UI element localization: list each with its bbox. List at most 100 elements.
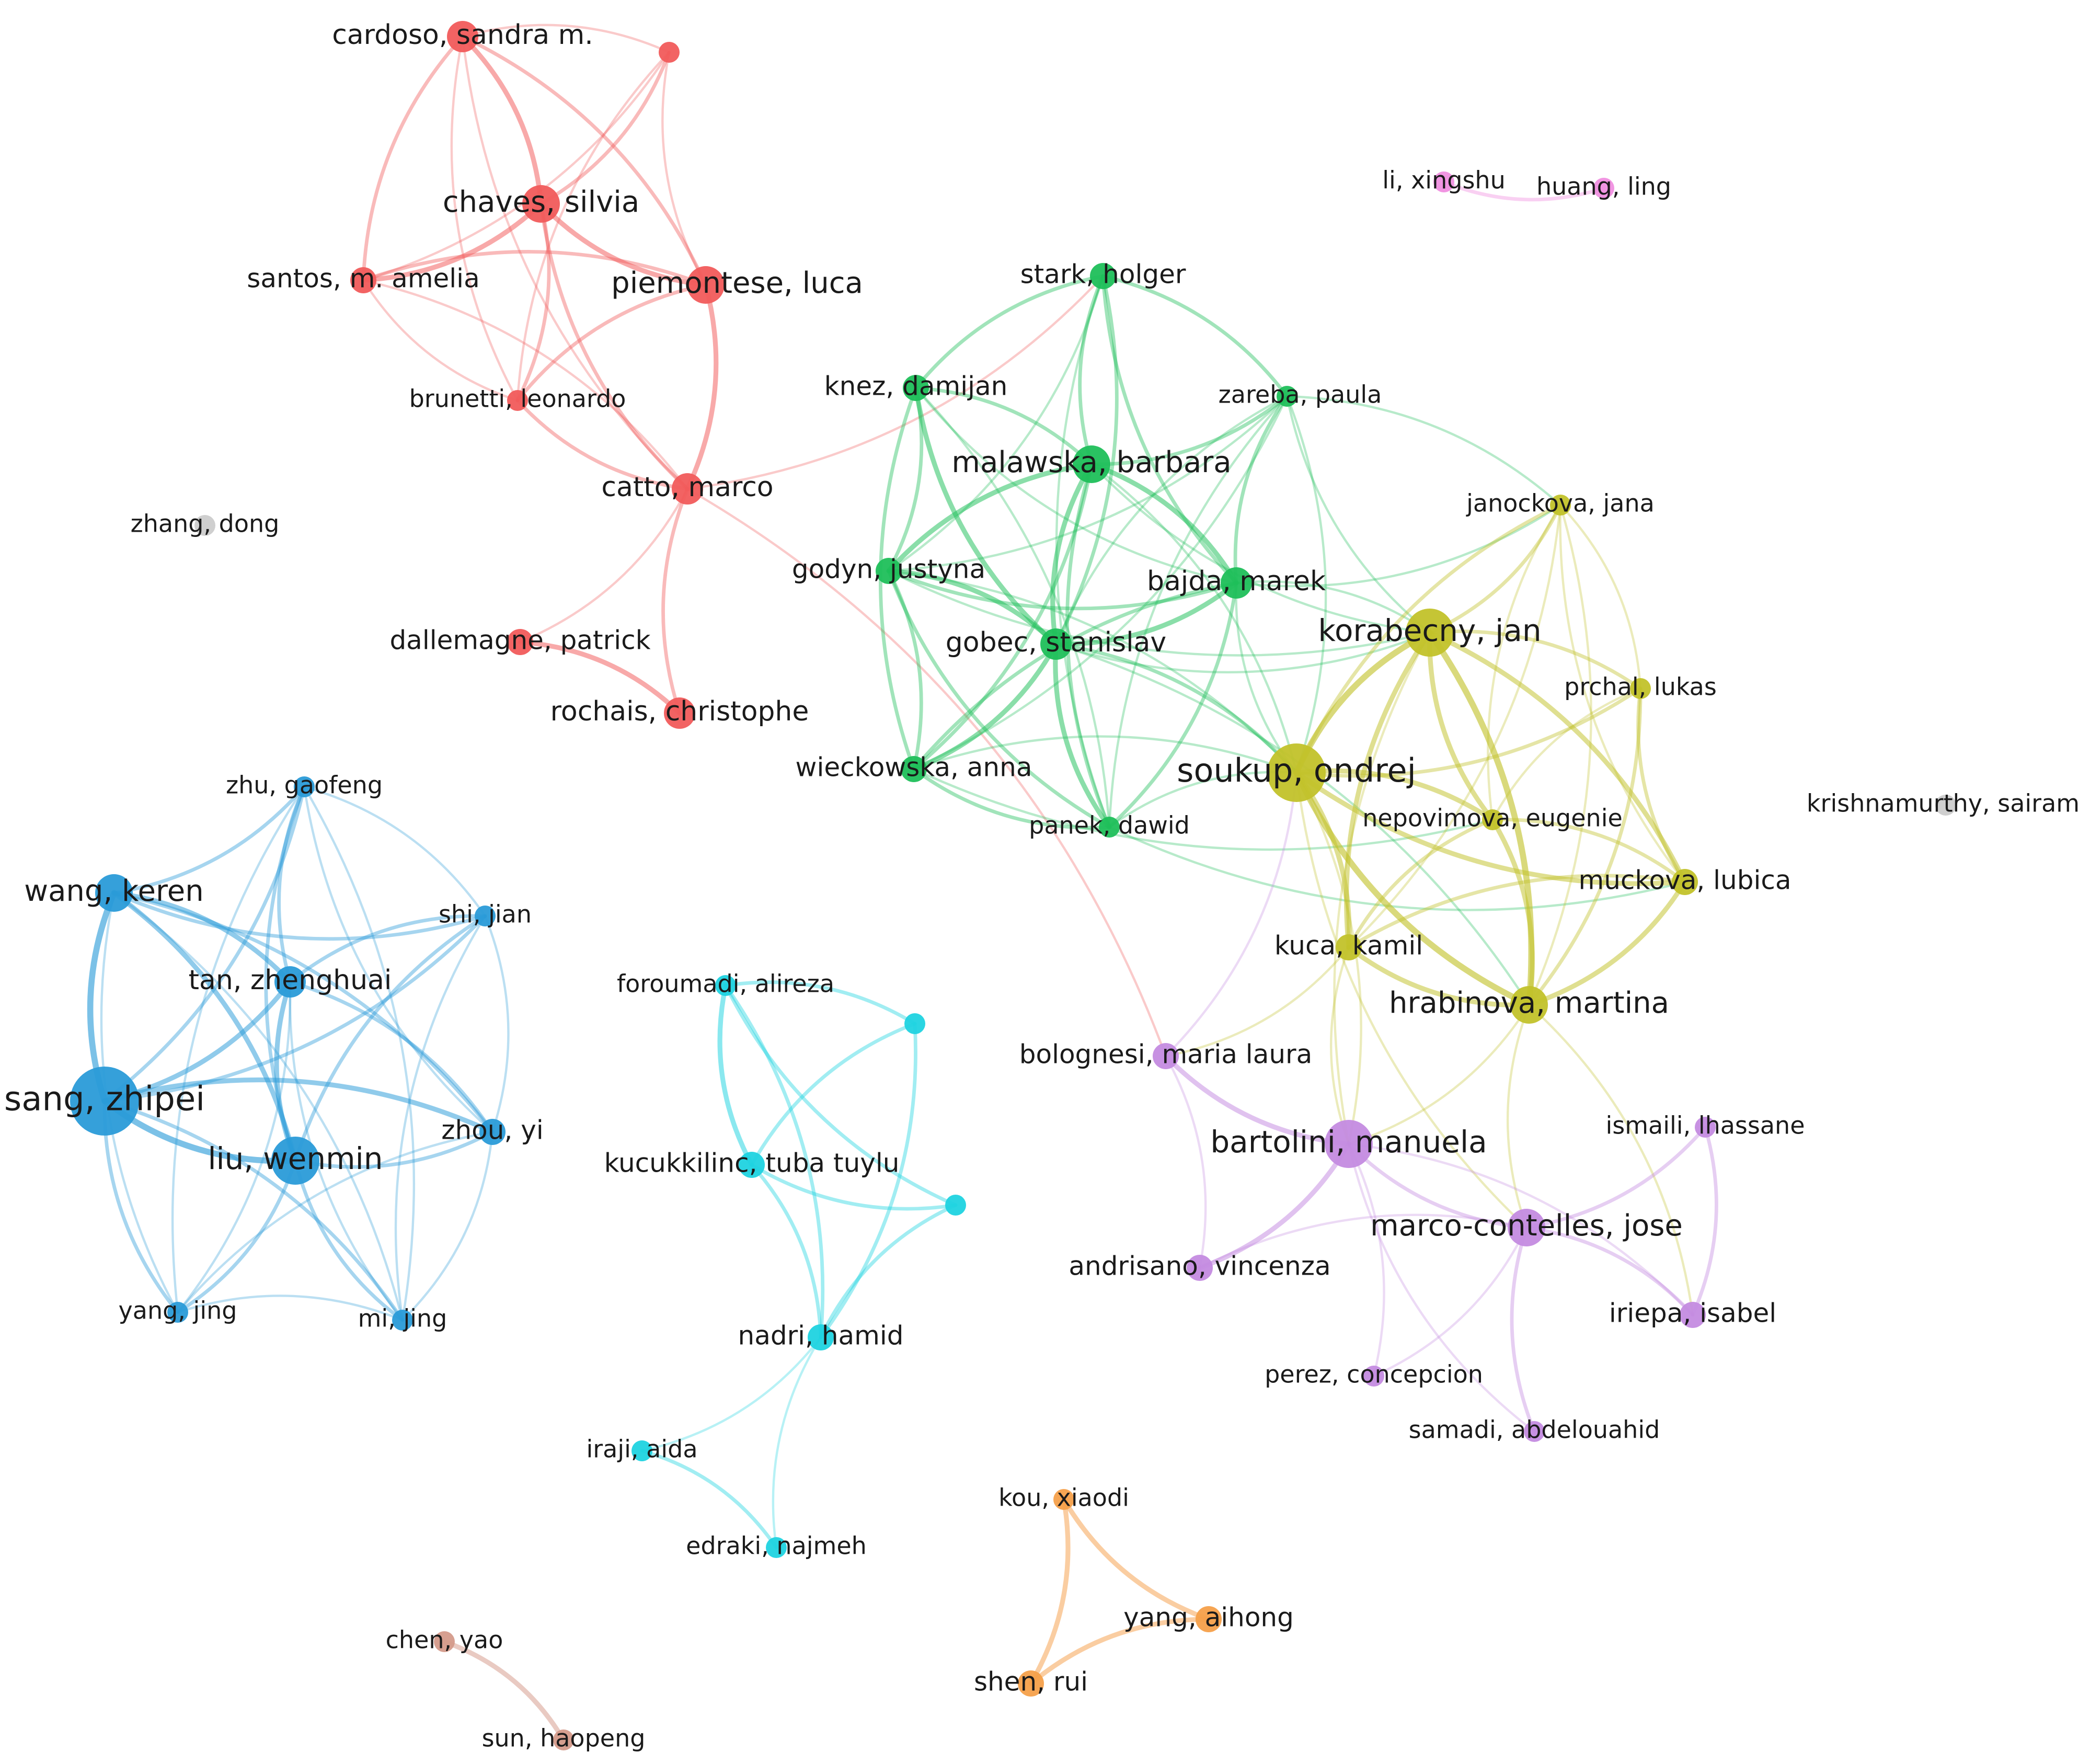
node-mi[interactable] [392, 1310, 413, 1331]
node-stark[interactable] [1090, 263, 1116, 289]
link-catto-dallemagne [519, 487, 689, 644]
node-cyan_a[interactable] [904, 1013, 925, 1034]
node-bartolini[interactable] [1325, 1120, 1373, 1168]
link-shi-mi [394, 914, 487, 1322]
node-panek[interactable] [1099, 817, 1120, 838]
node-catto[interactable] [672, 473, 703, 505]
node-sun[interactable] [553, 1729, 574, 1750]
node-chaves[interactable] [522, 185, 560, 223]
label-janockova: janockova, jana [1466, 489, 1655, 518]
label-soukup: soukup, ondrej [1177, 751, 1416, 789]
link-red_a-chaves [539, 50, 671, 206]
link-red_a-brunetti [516, 51, 671, 402]
node-brunetti[interactable] [507, 390, 528, 411]
node-janockova[interactable] [1550, 495, 1571, 516]
node-shen[interactable] [1018, 1670, 1044, 1697]
node-hrabinova[interactable] [1510, 986, 1548, 1024]
node-santos[interactable] [350, 267, 376, 293]
link-knez-gobec [913, 385, 1059, 647]
link-marco-ismaili [1524, 1125, 1707, 1230]
link-chen-sun [442, 1639, 566, 1743]
link-kuca-bartolini [1329, 946, 1350, 1146]
label-bajda: bajda, marek [1147, 566, 1326, 597]
link-marco-iriepa [1524, 1225, 1695, 1317]
node-kucukkilinc[interactable] [739, 1152, 765, 1178]
link-godyn-wieckowska [887, 569, 923, 771]
link-piemontese-catto [685, 282, 719, 491]
link-liu-yang_j [176, 1159, 297, 1314]
node-liu[interactable] [271, 1137, 319, 1185]
node-korabecny[interactable] [1406, 609, 1454, 657]
node-zhu[interactable] [294, 776, 315, 797]
link-piemontese-brunetti [515, 283, 708, 403]
link-brunetti-catto [515, 398, 690, 491]
node-edraki[interactable] [766, 1537, 787, 1558]
label-knez: knez, damijan [824, 371, 1008, 402]
label-catto: catto, marco [601, 472, 773, 503]
node-wieckowska[interactable] [901, 756, 927, 782]
node-prchal[interactable] [1630, 678, 1651, 699]
label-kucukkilinc: kucukkilinc, tuba tuylu [604, 1148, 900, 1178]
node-zareba[interactable] [1277, 386, 1297, 407]
link-nadri-edraki [772, 1336, 822, 1549]
node-piemontese[interactable] [687, 266, 725, 304]
node-yang_a[interactable] [1196, 1606, 1222, 1632]
node-cyan_b[interactable] [945, 1195, 966, 1216]
label-malawska: malawska, barbara [951, 445, 1231, 479]
link-stark-knez [914, 274, 1105, 390]
node-ismaili[interactable] [1695, 1117, 1716, 1138]
node-chen[interactable] [434, 1631, 455, 1652]
label-sang: sang, zhipei [4, 1080, 205, 1119]
node-malawska[interactable] [1073, 445, 1110, 483]
link-janockova-prchal [1559, 503, 1642, 690]
node-zhou[interactable] [479, 1119, 506, 1145]
node-shi[interactable] [475, 906, 496, 926]
node-perez[interactable] [1363, 1366, 1384, 1387]
label-stark: stark, holger [1020, 259, 1186, 290]
node-godyn[interactable] [876, 558, 902, 584]
node-soukup[interactable] [1267, 743, 1326, 802]
node-bajda[interactable] [1221, 567, 1252, 599]
node-marco[interactable] [1508, 1209, 1545, 1246]
node-cardoso[interactable] [447, 21, 478, 52]
label-krishnamurthy: krishnamurthy, sairam [1807, 789, 2080, 818]
link-hrabinova-bartolini [1347, 1003, 1531, 1146]
node-nepovimova[interactable] [1482, 809, 1503, 830]
link-knez-godyn [887, 386, 924, 573]
node-bolognesi[interactable] [1153, 1043, 1179, 1069]
label-li_x: li, xingshu [1382, 166, 1505, 194]
node-sang[interactable] [70, 1067, 139, 1136]
node-li_x[interactable] [1433, 171, 1454, 192]
node-andrisano[interactable] [1187, 1255, 1213, 1281]
link-cardoso-piemontese [461, 35, 708, 287]
node-foroumadi[interactable] [715, 975, 736, 996]
node-kou[interactable] [1053, 1489, 1074, 1510]
node-huang[interactable] [1593, 178, 1614, 199]
node-red_a[interactable] [659, 42, 680, 63]
link-tan-yang_j [176, 980, 292, 1314]
node-nadri[interactable] [808, 1324, 834, 1350]
node-iraji[interactable] [631, 1440, 652, 1461]
label-godyn: godyn, justyna [792, 554, 985, 585]
node-kuca[interactable] [1336, 934, 1362, 960]
node-krishnamurthy[interactable] [1935, 795, 1956, 816]
node-rochais[interactable] [664, 697, 695, 729]
node-knez[interactable] [903, 375, 929, 401]
node-samadi[interactable] [1524, 1421, 1545, 1442]
link-prchal-hrabinova [1527, 686, 1643, 1007]
link-prchal-soukup [1294, 686, 1643, 778]
link-godyn-bajda [887, 569, 1238, 611]
node-tan[interactable] [274, 966, 306, 998]
link-santos-catto [362, 279, 689, 490]
label-nepovimova: nepovimova, eugenie [1362, 804, 1623, 832]
node-muckova[interactable] [1672, 869, 1698, 895]
node-gobec[interactable] [1040, 628, 1072, 660]
link-zhu-sang [102, 785, 306, 1103]
node-yang_j[interactable] [167, 1302, 188, 1323]
link-bajda-gobec [1053, 580, 1239, 647]
node-zhang[interactable] [194, 515, 215, 536]
node-iriepa[interactable] [1680, 1302, 1706, 1328]
link-godyn-panek [887, 569, 1111, 829]
node-dallemagne[interactable] [507, 629, 533, 655]
node-wang[interactable] [95, 874, 133, 912]
